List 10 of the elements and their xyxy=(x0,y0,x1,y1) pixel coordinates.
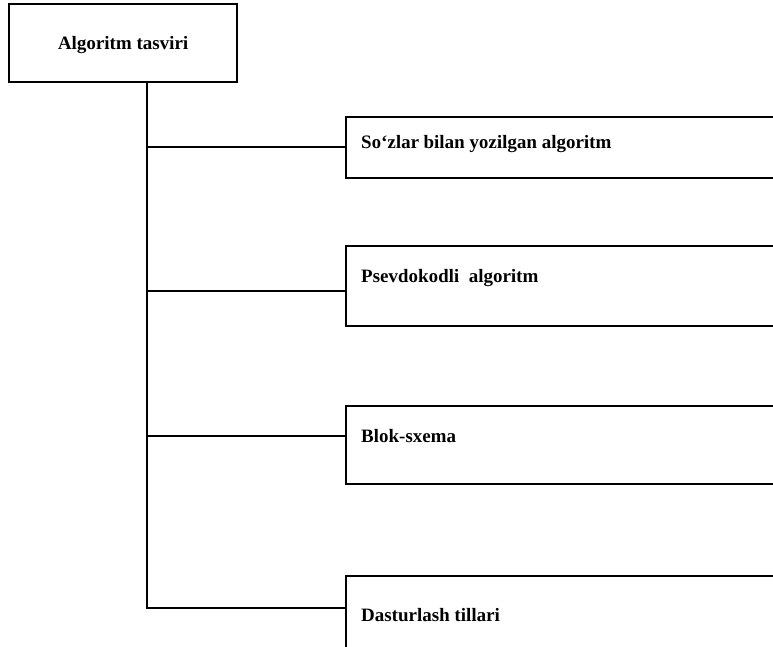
node-label: Blok-sxema xyxy=(361,426,456,448)
node-label: Dasturlash tillari xyxy=(361,605,500,627)
root-box xyxy=(8,3,238,83)
node-label: Psevdokodli algoritm xyxy=(361,266,538,288)
node-label: So‘zlar bilan yozilgan algoritm xyxy=(361,132,612,154)
node-label: Algoritm tasviri xyxy=(58,33,188,55)
branch-box xyxy=(345,405,773,485)
branch-box xyxy=(345,116,773,179)
branch-box xyxy=(345,245,773,327)
branch-box xyxy=(345,575,773,647)
